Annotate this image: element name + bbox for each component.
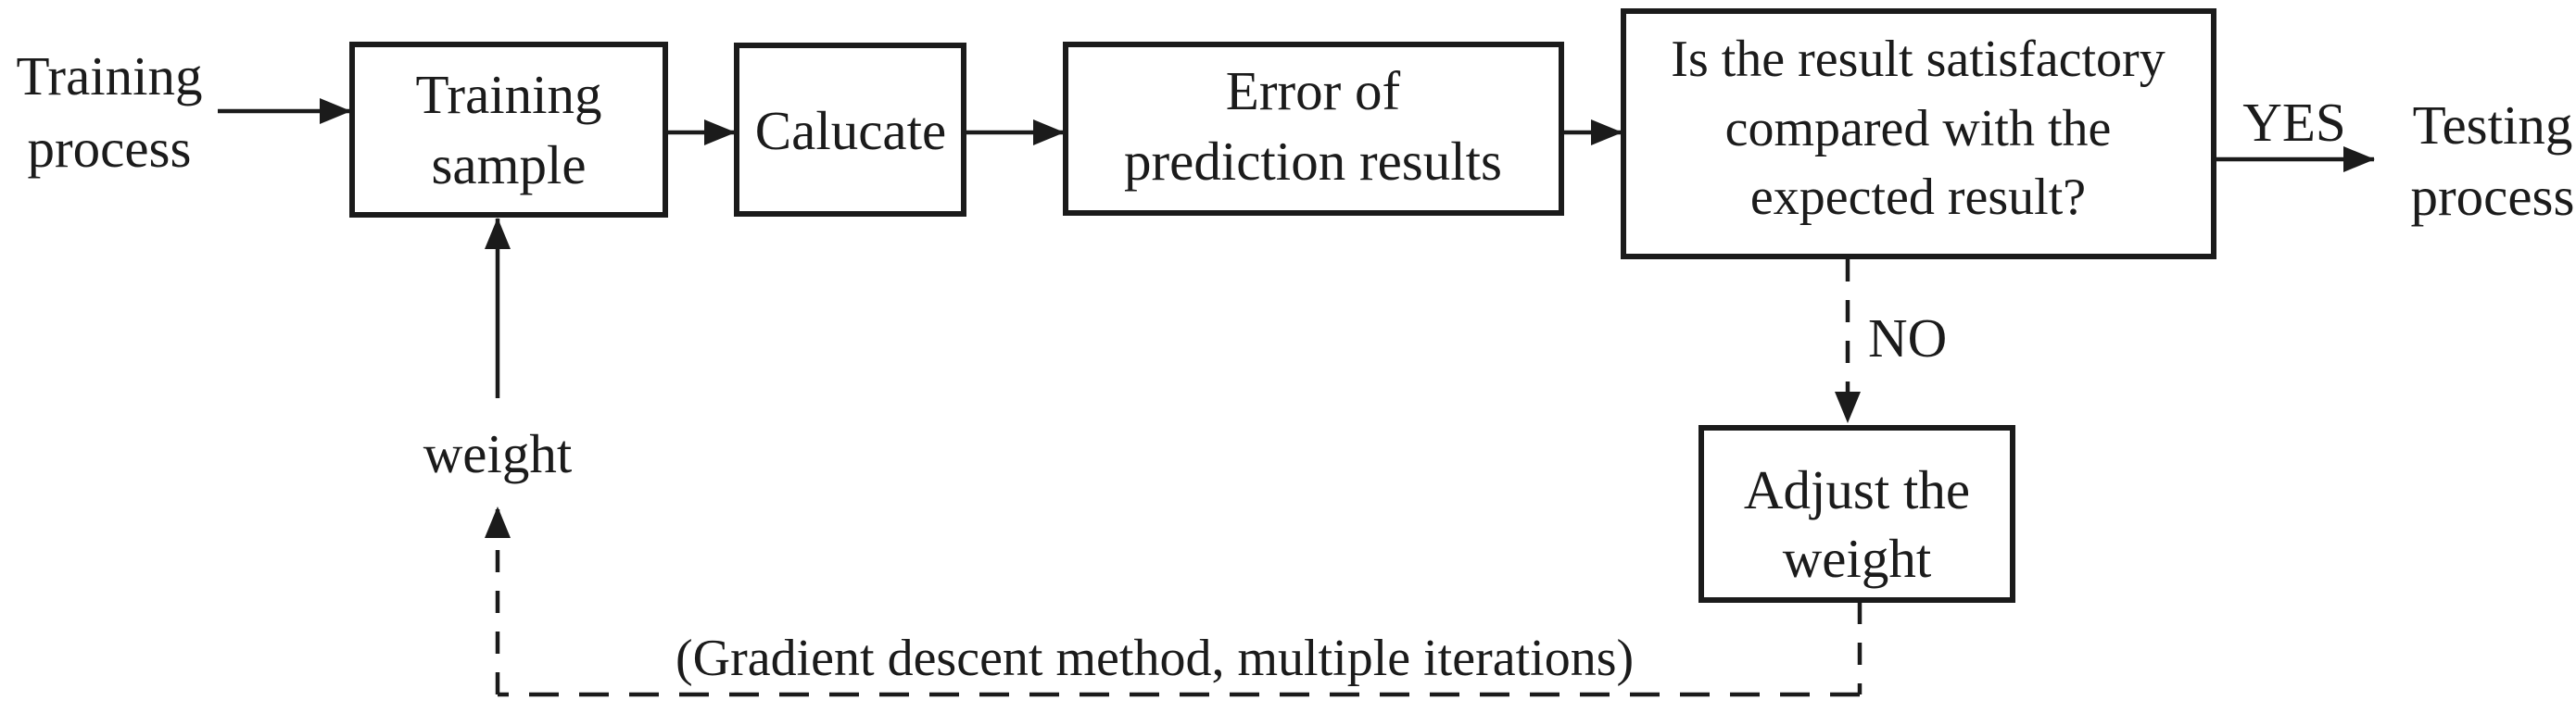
testing-process-label-line1: Testing [2413, 94, 2573, 156]
error-label-line1: Error of [1226, 60, 1401, 121]
training-sample-label-line1: Training [415, 64, 601, 125]
adjust-weight-box [1698, 425, 2015, 603]
decision-label-line1: Is the result satisfactory [1671, 31, 2165, 88]
error-box [1063, 42, 1564, 216]
error-label-line2: prediction results [1124, 131, 1502, 192]
calculate-label: Calucate [755, 100, 946, 161]
weight-edge-label: weight [423, 423, 573, 484]
adjust-weight-label-line1: Adjust the [1744, 459, 1970, 520]
calculate-box [734, 43, 966, 217]
no-edge-label: NO [1868, 307, 1947, 369]
yes-edge-label: YES [2242, 92, 2345, 153]
decision-label-line3: expected result? [1750, 169, 2086, 226]
gradient-descent-note: (Gradient descent method, multiple itera… [676, 630, 1634, 687]
decision-label-line2: compared with the [1725, 100, 2112, 157]
adjust-weight-label-line2: weight [1783, 528, 1932, 589]
testing-process-label-line2: process [2411, 166, 2575, 227]
training-process-label-line2: process [28, 118, 192, 179]
training-process-label-line1: Training [16, 45, 202, 106]
training-sample-label-line2: sample [431, 134, 586, 195]
decision-box [1621, 8, 2216, 259]
training-sample-box [349, 42, 668, 218]
